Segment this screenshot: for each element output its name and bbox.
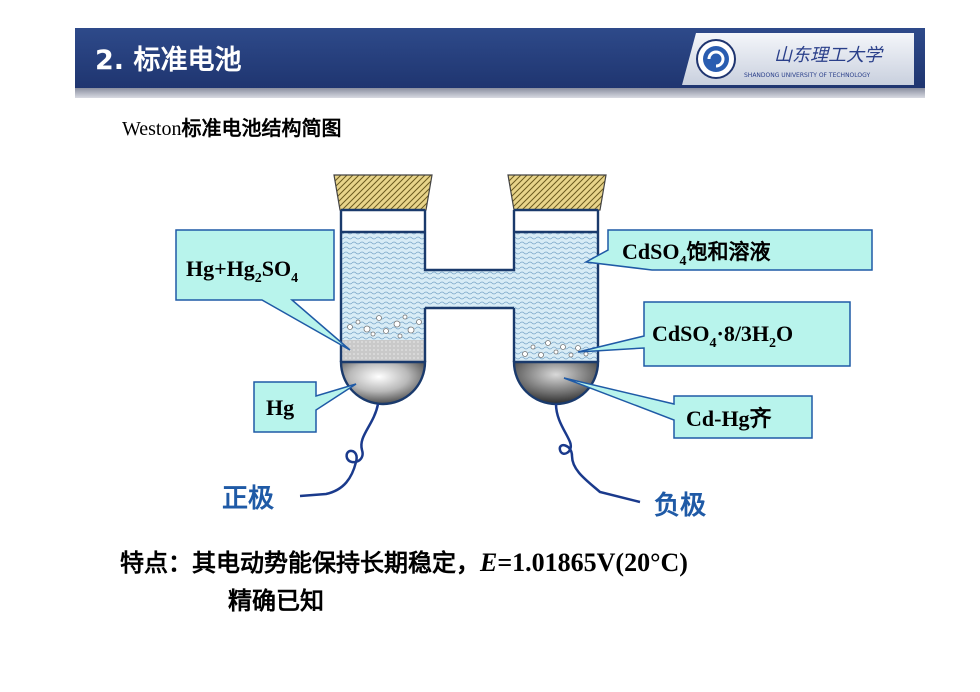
label-hg: Hg [266,395,294,420]
feature-prefix: 特点：其电动势能保持长期稳定， [120,549,480,577]
label-negative-pole: 负极 [654,491,707,521]
label-cdso4-saturated: CdSO4饱和溶液 [622,239,770,269]
callout-cdso4-hydrate [577,301,851,367]
feature-text: 特点：其电动势能保持长期稳定，E=1.01865V(20°C) 精确已知 [120,544,688,620]
hg-electrode [339,360,427,406]
callout-hg-hg2so4 [175,229,351,351]
feature-line2: 精确已知 [228,587,324,615]
callout-cd-hg [563,377,813,439]
left-crystals [347,314,422,339]
right-cork [507,174,607,211]
label-positive-pole: 正极 [222,484,275,514]
emf-symbol: E [480,548,498,577]
label-hg-hg2so4: Hg+Hg2SO4 [186,256,298,286]
positive-wire [299,403,380,498]
diagram-title: Weston标准电池结构简图 [122,112,342,141]
label-cdso4-hydrate: CdSO4·8/3H2O [652,321,793,351]
diagram-title-prefix: Weston [122,118,182,140]
negative-wire [554,403,641,504]
logo-name-cn: 山东理工大学 [774,45,884,66]
label-cd-hg: Cd-Hg齐 [686,406,773,431]
header-underline [75,88,925,98]
page-title: 2. 标准电池 [95,45,242,76]
right-crystals [522,340,589,358]
emf-formula: E=1.01865V(20°C) [480,548,688,577]
logo-name-en: SHANDONG UNIVERSITY OF TECHNOLOGY [744,72,870,79]
cd-hg-electrode [512,360,600,406]
cdso4-solution [341,232,598,362]
callout-hg [253,381,357,433]
hg2so4-paste [341,340,425,362]
cell-outline [339,208,600,362]
university-logo: 山东理工大学 SHANDONG UNIVERSITY OF TECHNOLOGY [682,33,914,85]
emf-value: =1.01865V(20°C) [497,548,688,577]
diagram-title-suffix: 标准电池结构简图 [181,116,342,140]
left-cork [333,174,433,211]
callout-cdso4-saturated [583,229,873,271]
